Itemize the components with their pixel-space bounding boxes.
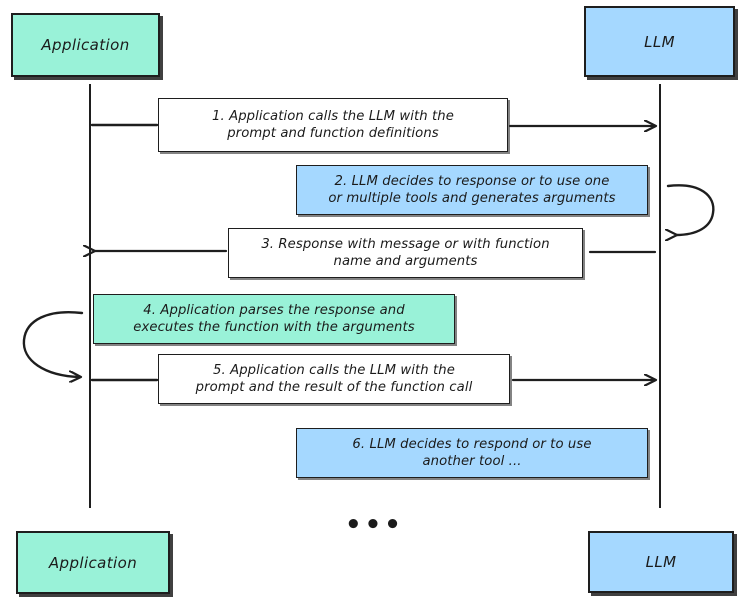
message-box-step-4[interactable]: 4. Application parses the response and e… <box>93 294 455 344</box>
message-step-4-line-1: 4. Application parses the response and <box>143 302 405 318</box>
lifeline-llm <box>659 84 661 508</box>
message-step-5-line-1: 5. Application calls the LLM with the <box>213 362 455 378</box>
actor-application-bottom-label: Application <box>48 553 138 572</box>
arrow-step-4-self-loop <box>22 311 84 377</box>
message-step-6-line-2: another tool ... <box>422 454 522 469</box>
message-box-step-1[interactable]: 1. Application calls the LLM with the pr… <box>158 98 508 152</box>
actor-application-bottom[interactable]: Application <box>16 531 170 594</box>
message-step-6-line-1: 6. LLM decides to respond or to use <box>352 436 592 452</box>
message-step-3-line-2: name and arguments <box>333 254 478 269</box>
message-step-2-line-1: 2. LLM decides to response or to use one <box>334 173 610 189</box>
message-step-4-line-2: executes the function with the arguments <box>133 320 415 335</box>
message-step-1-line-2: prompt and function definitions <box>227 126 439 141</box>
continuation-ellipsis: ••• <box>345 510 404 540</box>
message-step-5-text: 5. Application calls the LLM with the pr… <box>196 362 473 397</box>
actor-application-top-label: Application <box>41 36 130 54</box>
arrow-step-2-self-loop <box>668 184 715 235</box>
message-step-2-line-2: or multiple tools and generates argument… <box>328 191 616 206</box>
message-step-3-line-1: 3. Response with message or with functio… <box>261 236 550 252</box>
message-step-3-text: 3. Response with message or with functio… <box>261 236 549 271</box>
message-step-1-line-1: 1. Application calls the LLM with the <box>212 108 454 124</box>
message-box-step-6[interactable]: 6. LLM decides to respond or to use anot… <box>296 428 648 478</box>
message-step-5-line-2: prompt and the result of the function ca… <box>195 380 473 395</box>
message-step-6-text: 6. LLM decides to respond or to use anot… <box>352 436 591 471</box>
actor-llm-bottom[interactable]: LLM <box>588 531 734 593</box>
actor-llm-bottom-label: LLM <box>645 553 677 571</box>
message-step-2-text: 2. LLM decides to response or to use one… <box>328 173 615 208</box>
actor-application-top[interactable]: Application <box>11 13 160 77</box>
actor-llm-top-label: LLM <box>644 32 675 51</box>
message-box-step-3[interactable]: 3. Response with message or with functio… <box>228 228 583 278</box>
message-step-1-text: 1. Application calls the LLM with the pr… <box>212 108 454 143</box>
message-step-4-text: 4. Application parses the response and e… <box>133 302 414 337</box>
message-box-step-2[interactable]: 2. LLM decides to response or to use one… <box>296 165 648 215</box>
lifeline-application <box>89 84 91 508</box>
actor-llm-top[interactable]: LLM <box>584 6 735 77</box>
message-box-step-5[interactable]: 5. Application calls the LLM with the pr… <box>158 354 510 404</box>
